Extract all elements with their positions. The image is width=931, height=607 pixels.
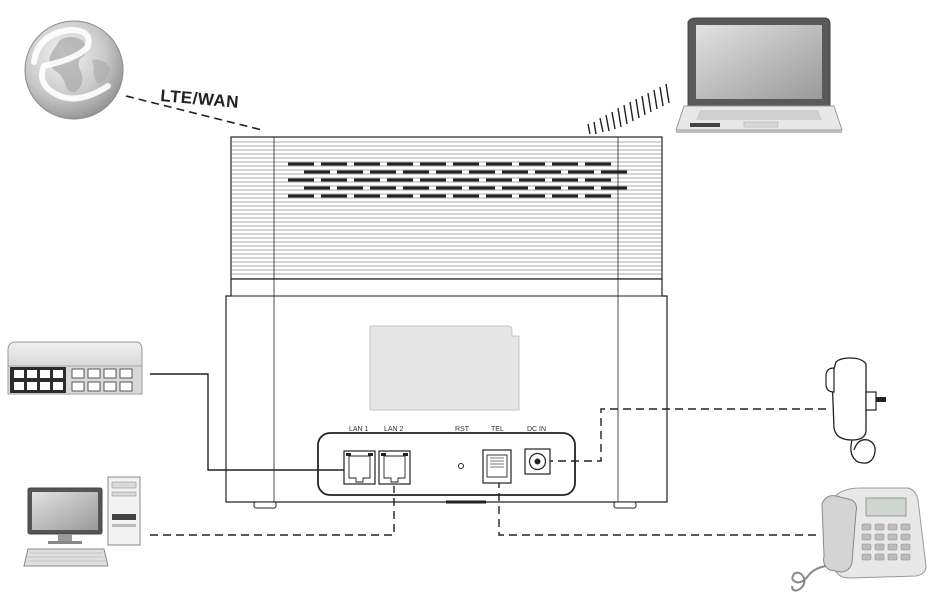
desktop-computer-icon: [23, 476, 141, 567]
router-vent-slot: [288, 162, 314, 166]
router-vent-slot: [486, 162, 512, 166]
router-top-section: [230, 136, 663, 280]
tel-cable: [498, 483, 816, 536]
router-vent-slot: [337, 170, 363, 174]
lan2-cable: [150, 486, 395, 536]
router-vent-slot: [288, 194, 314, 198]
router-vent-slot: [585, 178, 611, 182]
lte-wan-label: LTE/WAN: [160, 86, 240, 112]
telephone-icon: [791, 487, 927, 592]
tel-label: TEL: [491, 426, 504, 433]
dc-in-label: DC IN: [527, 426, 546, 433]
router-vent-slot: [436, 170, 462, 174]
router-vent-slot: [420, 178, 446, 182]
lan1-port: [343, 450, 376, 485]
router-vent-slot: [469, 170, 495, 174]
router-vent-slot: [568, 170, 594, 174]
router-vent-slot: [453, 178, 479, 182]
router-vent-slot: [304, 186, 330, 190]
router-vent-slot: [420, 162, 446, 166]
router-vent-slot: [304, 170, 330, 174]
router-vent-slots: [288, 162, 627, 198]
router-vent-slot: [486, 178, 512, 182]
globe-icon: [24, 20, 124, 120]
router-foot-left: [253, 501, 277, 509]
laptop-icon: [675, 17, 843, 133]
tel-port: [482, 449, 512, 484]
router-ribs: [232, 141, 661, 275]
router-vent-slot: [535, 170, 561, 174]
router-vent-slot: [552, 162, 578, 166]
wifi-signal-icon: [587, 83, 670, 135]
router-vent-slot: [354, 178, 380, 182]
router-vent-slot: [552, 178, 578, 182]
router-vent-slot: [387, 162, 413, 166]
router-vent-slot: [387, 194, 413, 198]
wan-dashed-link: [125, 95, 263, 131]
router-vent-slot: [601, 170, 627, 174]
router-vent-slot: [321, 162, 347, 166]
router-vent-slot: [453, 162, 479, 166]
router-vent-slot: [519, 194, 545, 198]
router-vent-slot: [370, 186, 396, 190]
router-vent-slot: [321, 178, 347, 182]
router: LAN 1 LAN 2 RST TEL DC IN: [225, 136, 668, 509]
lan1-label: LAN 1: [349, 426, 369, 433]
router-vent-slot: [568, 186, 594, 190]
router-vent-slot: [519, 178, 545, 182]
network-switch-icon: [7, 341, 143, 395]
router-vent-slot: [337, 186, 363, 190]
rst-label: RST: [455, 426, 470, 433]
router-vent-slot: [585, 194, 611, 198]
router-vent-slot: [354, 194, 380, 198]
router-vent-slot: [370, 170, 396, 174]
router-vent-slot: [321, 194, 347, 198]
router-vent-slot: [535, 186, 561, 190]
router-vent-slot: [387, 178, 413, 182]
router-vent-slot: [288, 178, 314, 182]
router-vent-slot: [519, 162, 545, 166]
power-adapter-icon: [825, 357, 886, 464]
lan1-cable: [150, 373, 344, 471]
router-foot-right: [613, 501, 637, 509]
router-vent-slot: [420, 194, 446, 198]
router-vent-slot: [552, 194, 578, 198]
dc-in-port: [524, 448, 551, 475]
router-vent-slot: [601, 186, 627, 190]
router-vent-slot: [469, 186, 495, 190]
router-vent-slot: [502, 186, 528, 190]
router-vent-slot: [403, 186, 429, 190]
lan2-port: [378, 450, 411, 485]
router-vent-slot: [585, 162, 611, 166]
router-vent-slot: [486, 194, 512, 198]
router-vent-slot: [502, 170, 528, 174]
dc-in-cable: [550, 408, 826, 462]
router-vent-slot: [436, 186, 462, 190]
router-vent-slot: [403, 170, 429, 174]
reset-pinhole: [458, 463, 464, 469]
lan2-label: LAN 2: [384, 426, 404, 433]
router-vent-slot: [354, 162, 380, 166]
router-vent-slot: [453, 194, 479, 198]
router-label-plate: [369, 325, 520, 411]
